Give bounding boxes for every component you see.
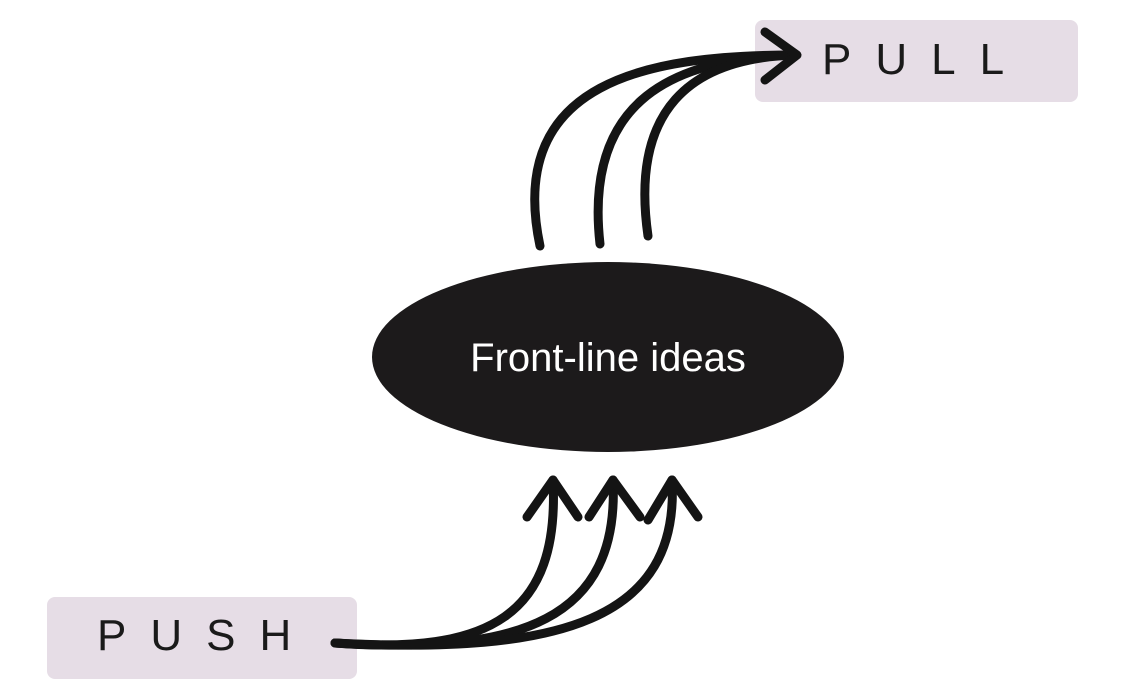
push-arrows — [330, 475, 703, 650]
front-line-ideas-node: Front-line ideas — [372, 262, 844, 452]
front-line-ideas-ellipse — [372, 262, 844, 452]
pull-label: PULL — [822, 35, 1028, 84]
pull-arrow-3 — [640, 50, 800, 241]
front-line-ideas-label: Front-line ideas — [470, 336, 746, 380]
pull-box-background — [755, 20, 1078, 102]
push-box: PUSH — [47, 597, 357, 679]
push-arrow-3 — [330, 475, 677, 650]
push-arrowhead-2 — [584, 475, 645, 522]
pull-arrowhead — [760, 27, 802, 85]
push-arrow-1 — [330, 475, 558, 650]
push-label: PUSH — [97, 611, 315, 660]
push-arrowhead-3 — [643, 475, 703, 525]
push-box-background — [47, 597, 357, 679]
pull-arrows — [530, 27, 802, 251]
push-arrowhead-1 — [522, 475, 583, 522]
pull-box: PULL — [755, 20, 1078, 102]
